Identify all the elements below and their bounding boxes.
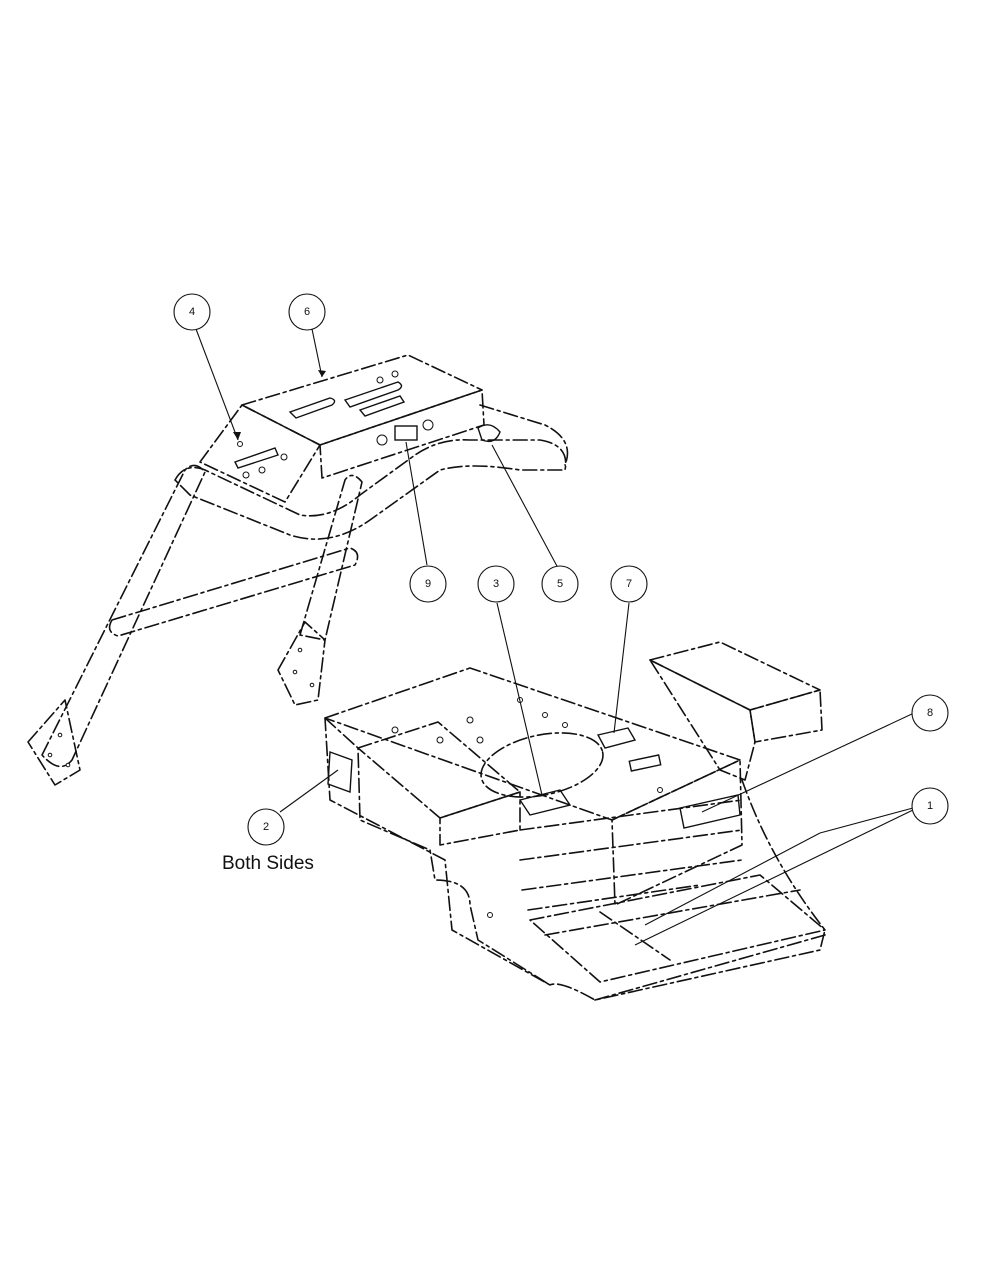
seat-block-side — [649, 659, 756, 781]
callout-6-label: 6 — [304, 306, 310, 318]
console-slot-2 — [343, 381, 403, 408]
seat-block-front — [749, 689, 823, 743]
callout-3: 3 — [477, 565, 515, 603]
right-curved-side — [549, 779, 826, 1001]
rops-console-assembly — [27, 354, 569, 786]
leader-3 — [496, 602, 543, 796]
leader-5 — [491, 444, 559, 569]
latch-fitting — [477, 424, 501, 443]
rops-left-plate — [27, 699, 81, 786]
leader-1c — [634, 809, 914, 946]
both-sides-note: Both Sides — [222, 853, 314, 874]
floor-pan — [529, 874, 826, 983]
callout-4-label: 4 — [189, 306, 195, 318]
fascia-line-4 — [527, 884, 701, 911]
callout-2: 2 — [247, 808, 285, 846]
fascia-line-3 — [521, 859, 743, 891]
callout-9: 9 — [409, 565, 447, 603]
decal-2-box — [327, 751, 353, 793]
rops-cross-bar — [108, 547, 359, 637]
leader-6 — [311, 328, 323, 378]
rops-right-leg — [299, 474, 363, 641]
rops-right-plate — [277, 621, 326, 706]
callout-2-label: 2 — [263, 821, 269, 833]
callout-7-label: 7 — [626, 578, 632, 590]
left-side-face — [324, 717, 551, 986]
fascia-line-1 — [519, 799, 743, 831]
panel-slot — [234, 447, 279, 469]
callout-1: 1 — [911, 787, 949, 825]
callout-3-label: 3 — [493, 578, 499, 590]
chassis-assembly — [324, 641, 826, 1001]
bottom-edge — [594, 934, 826, 1001]
decal-8-box — [679, 794, 741, 829]
leader-8 — [701, 712, 915, 813]
leader-2 — [279, 769, 339, 813]
leader-1a — [819, 807, 914, 834]
callout-8-label: 8 — [927, 707, 933, 719]
callout-7: 7 — [610, 565, 648, 603]
deck-small-plate — [628, 754, 662, 772]
rops-side-tube — [479, 404, 569, 466]
fascia-line-2 — [519, 829, 743, 861]
console-slot-3 — [358, 395, 406, 417]
decal-7-box — [596, 727, 637, 749]
floor-pan-divider-1 — [599, 911, 671, 961]
callout-6: 6 — [288, 293, 326, 331]
leader-9 — [405, 441, 428, 566]
decal-3-box — [518, 789, 572, 816]
leader-7 — [613, 602, 630, 734]
callout-1-label: 1 — [927, 800, 933, 812]
left-hood-front — [439, 791, 521, 846]
console-left-panel — [199, 404, 321, 503]
floor-pan-divider-2 — [544, 889, 801, 936]
rops-top-loop — [174, 438, 567, 540]
callout-5-label: 5 — [557, 578, 563, 590]
console-slot-1 — [288, 397, 336, 419]
deck-top-plate — [324, 667, 741, 821]
left-hood — [357, 721, 521, 819]
callout-8: 8 — [911, 694, 949, 732]
deck-circle-cutout — [480, 732, 604, 798]
callout-9-label: 9 — [425, 578, 431, 590]
rops-left-leg — [41, 464, 206, 768]
leader-lines — [195, 328, 915, 946]
callout-4: 4 — [173, 293, 211, 331]
leader-1b — [644, 832, 821, 926]
leader-4 — [195, 328, 239, 441]
callout-5: 5 — [541, 565, 579, 603]
decal-9-box — [394, 425, 418, 441]
